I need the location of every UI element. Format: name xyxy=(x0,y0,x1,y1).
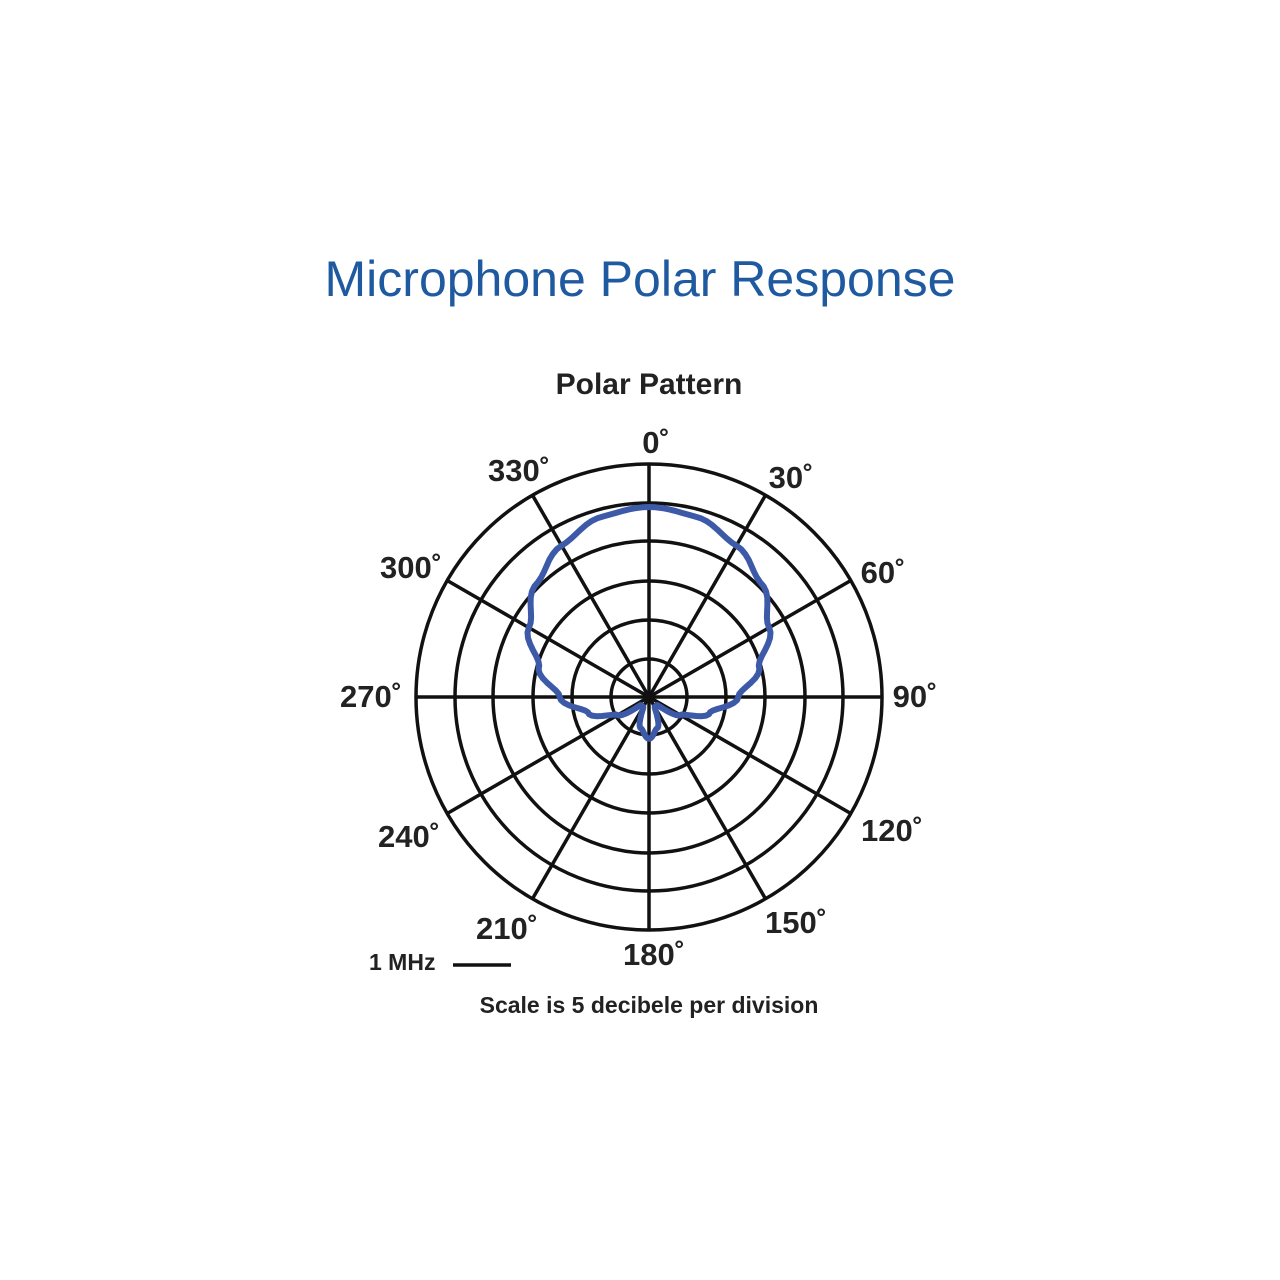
angle-label: 210˚ xyxy=(476,911,538,946)
angle-label: 60˚ xyxy=(861,555,906,590)
angle-label: 30˚ xyxy=(769,460,814,495)
angle-label: 300˚ xyxy=(380,550,442,585)
angle-label: 150˚ xyxy=(765,905,827,940)
grid-spoke xyxy=(530,696,651,900)
grid-spoke xyxy=(648,578,852,699)
legend: 1 MHz xyxy=(369,949,511,975)
grid-spoke xyxy=(446,578,650,699)
angle-labels: 0˚ 30˚ 60˚ 90˚ 120˚ 150˚ 180˚ 210˚ 240˚ 270˚ 300˚ 3… xyxy=(340,425,937,972)
angle-label: 90˚ xyxy=(893,679,938,714)
angle-label: 180˚ xyxy=(623,937,685,972)
angle-label: 240˚ xyxy=(378,819,440,854)
response-curve xyxy=(524,504,774,742)
chart-title: Polar Pattern xyxy=(556,368,743,401)
angle-label: 270˚ xyxy=(340,679,402,714)
angle-label: 120˚ xyxy=(861,813,923,848)
legend-label: 1 MHz xyxy=(369,949,435,975)
angle-label: 330˚ xyxy=(488,453,550,488)
polar-grid xyxy=(414,462,884,932)
angle-label: 0˚ xyxy=(642,425,670,460)
response-curves xyxy=(524,504,774,742)
grid-spoke xyxy=(530,494,651,698)
grid-spoke xyxy=(647,494,768,698)
scale-note: Scale is 5 decibele per division xyxy=(480,992,819,1018)
page-title: Microphone Polar Response xyxy=(324,251,956,307)
grid-spoke xyxy=(647,696,768,900)
